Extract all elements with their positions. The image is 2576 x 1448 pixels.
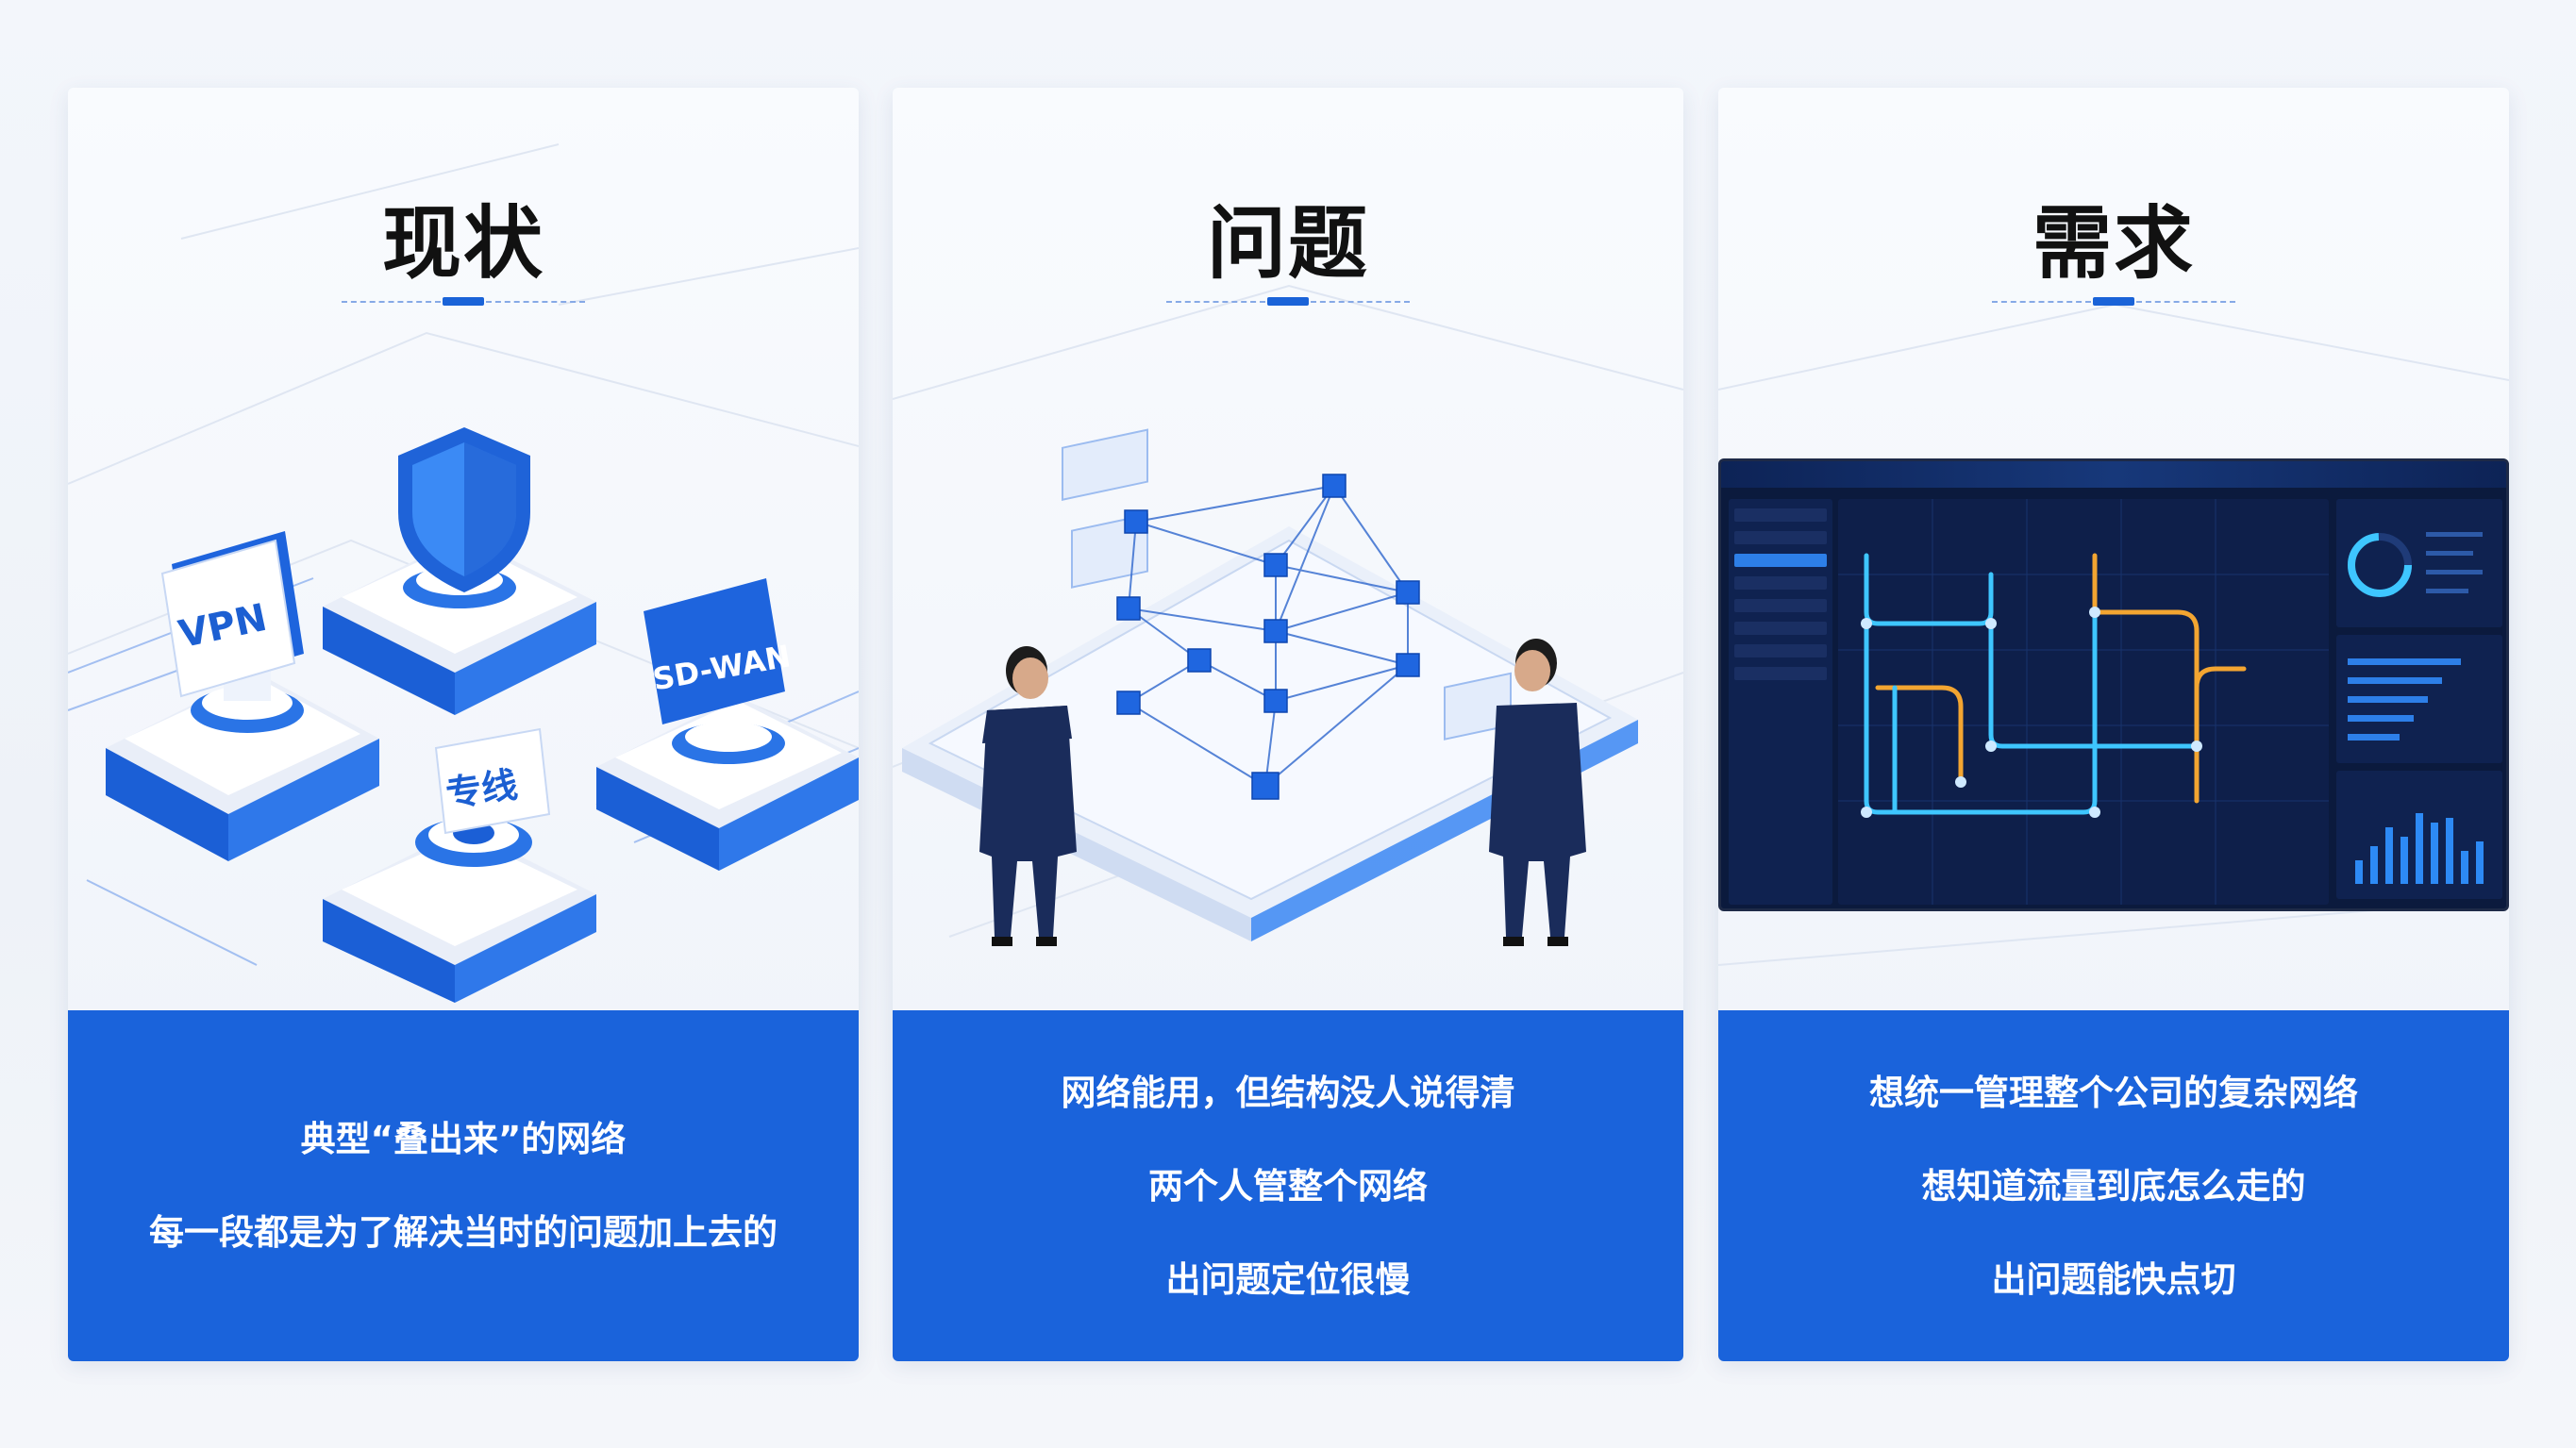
- description-line: 出问题定位很慢: [1165, 1258, 1411, 1300]
- dashboard-screen-icon: [1718, 458, 2509, 911]
- title-divider: [1992, 297, 2235, 307]
- description-line: 出问题能快点切: [1991, 1258, 2236, 1300]
- dashboard-header: [1721, 461, 2506, 488]
- dashboard-widgets: [2336, 499, 2502, 905]
- description-line: 想统一管理整个公司的复杂网络: [1869, 1072, 2358, 1113]
- dashboard-topology-map: [1838, 499, 2329, 905]
- description-line: 两个人管整个网络: [1148, 1165, 1428, 1207]
- card-description: 网络能用，但结构没人说得清 两个人管整个网络 出问题定位很慢: [893, 1010, 1683, 1361]
- card-title: 需求: [2032, 197, 2195, 290]
- vpn-device: VPN: [106, 531, 379, 861]
- description-line: 每一段都是为了解决当时的问题加上去的: [149, 1212, 778, 1253]
- person-icon: [1489, 639, 1586, 946]
- title-divider: [342, 297, 585, 307]
- dashboard-sidebar: [1729, 499, 1832, 905]
- card-requirement: 需求: [1718, 88, 2509, 1361]
- description-line: 典型“叠出来”的网络: [300, 1119, 627, 1159]
- person-icon: [979, 646, 1077, 946]
- sdwan-device: SD-WAN: [596, 578, 859, 871]
- card-problem: 问题: [893, 88, 1683, 1361]
- dedicated-line-device: 专线: [323, 727, 596, 1003]
- card-current-state: 现状 VPN: [68, 88, 859, 1361]
- card-title: 现状: [381, 197, 544, 290]
- dedicated-line-label: 专线: [443, 764, 520, 815]
- description-line: 网络能用，但结构没人说得清: [1061, 1072, 1515, 1113]
- shield-device: [323, 427, 596, 715]
- card-description: 典型“叠出来”的网络 每一段都是为了解决当时的问题加上去的: [68, 1010, 859, 1361]
- network-topology-icon: [1128, 485, 1409, 787]
- network-devices-illustration: VPN SD-WAN: [68, 427, 859, 1003]
- title-divider: [1166, 297, 1410, 307]
- description-line: 想知道流量到底怎么走的: [1921, 1165, 2306, 1207]
- card-description: 想统一管理整个公司的复杂网络 想知道流量到底怎么走的 出问题能快点切: [1718, 1010, 2509, 1361]
- network-topology-illustration: [902, 428, 1638, 946]
- card-title: 问题: [1206, 197, 1369, 290]
